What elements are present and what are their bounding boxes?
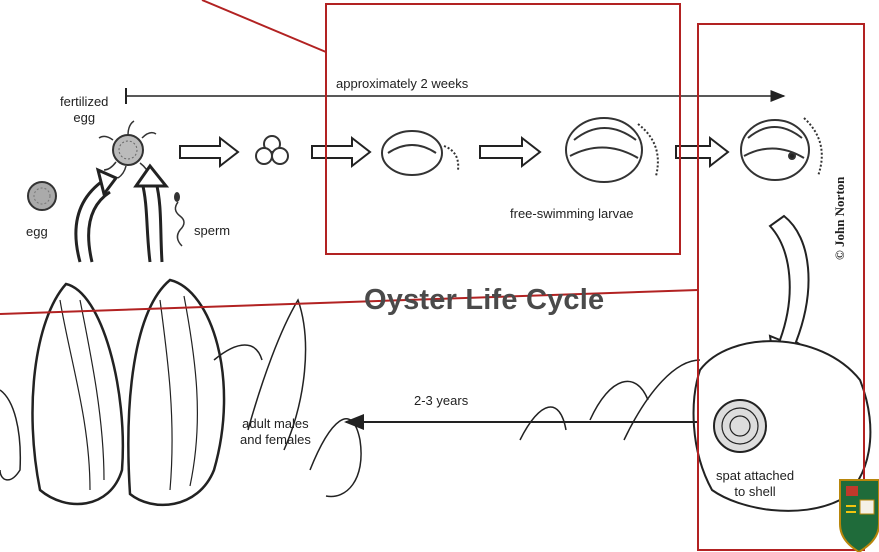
egg-icon xyxy=(28,182,56,210)
two-three-years-label: 2-3 years xyxy=(414,393,468,409)
adults-label: adult males and females xyxy=(240,416,311,448)
two-weeks-label: approximately 2 weeks xyxy=(336,76,468,92)
sperm-label: sperm xyxy=(194,223,230,239)
larva-icon-eyed xyxy=(741,118,822,180)
egg-label: egg xyxy=(26,224,48,240)
credit-label: © John Norton xyxy=(832,177,848,260)
larva-icon-late xyxy=(566,118,658,182)
larvae-label: free-swimming larvae xyxy=(510,206,634,222)
spat-label: spat attached to shell xyxy=(716,468,794,500)
larva-icon-early xyxy=(382,131,458,175)
sperm-icon xyxy=(174,192,184,246)
cell-division-icon xyxy=(256,136,288,164)
curved-arrows xyxy=(76,166,166,262)
diagram-title: Oyster Life Cycle xyxy=(364,284,604,317)
connector-line-top xyxy=(202,0,326,52)
university-crest-logo xyxy=(838,476,879,552)
fertilized-egg-label: fertilized egg xyxy=(60,94,108,126)
